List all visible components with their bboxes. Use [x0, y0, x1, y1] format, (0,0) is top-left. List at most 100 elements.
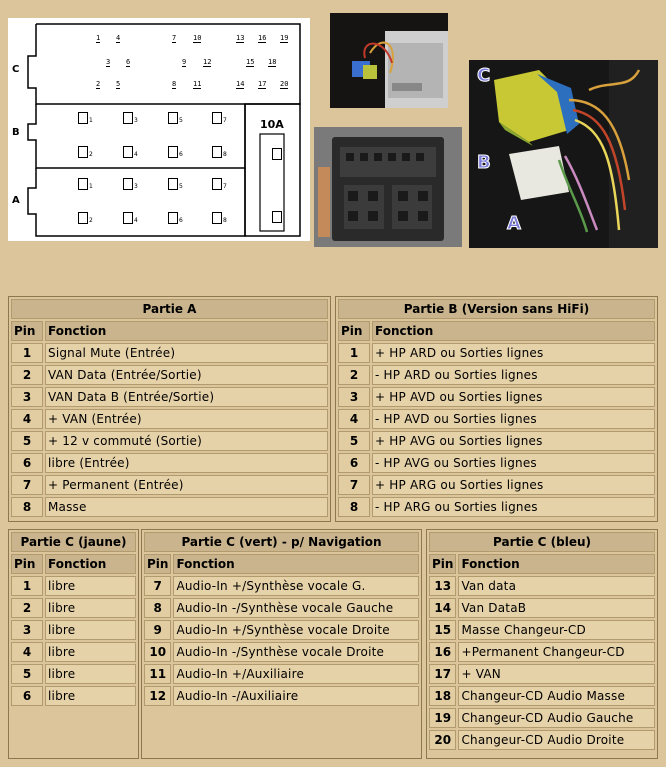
pin-number: 15: [429, 620, 457, 640]
pin-label-text: 5: [116, 80, 121, 89]
iso-socket-photo-art: [314, 127, 462, 247]
pin-socket: [212, 112, 222, 124]
pin-number: 11: [144, 664, 172, 684]
col-header-pin: Pin: [11, 554, 43, 574]
section-c-label: C: [12, 64, 20, 75]
pin-number: 1: [338, 343, 370, 363]
pin-label: 3: [106, 58, 111, 67]
pin-number: 6: [338, 453, 370, 473]
pin-socket: [123, 112, 133, 124]
pin-function: libre: [45, 598, 136, 618]
table-title: Partie C (vert) - p/ Navigation: [144, 532, 419, 552]
pin-socket-number: 7: [223, 117, 227, 124]
pin-number: 4: [11, 642, 43, 662]
photo-label-b: B: [477, 152, 492, 174]
pin-number: 3: [11, 620, 43, 640]
pin-number: 8: [144, 598, 172, 618]
photo-label-c: C: [476, 65, 491, 87]
table-row: 3+ HP AVD ou Sorties lignes: [338, 387, 655, 407]
pin-socket-number: 1: [89, 183, 93, 190]
section-a-label: A: [12, 195, 20, 206]
pin-socket: [168, 178, 178, 190]
pin-number: 3: [338, 387, 370, 407]
pin-socket: [168, 146, 178, 158]
pin-number: 6: [11, 686, 43, 706]
pin-number: 20: [429, 730, 457, 750]
pin-label-text: 17: [258, 80, 267, 89]
pin-socket-number: 6: [179, 151, 183, 158]
pin-label-text: 6: [126, 58, 131, 67]
section-b-label: B: [12, 127, 20, 138]
pin-function: - HP AVD ou Sorties lignes: [372, 409, 655, 429]
pin-label-text: 1: [96, 34, 101, 43]
radio-back-photo-art: [330, 13, 448, 108]
pin-label: 14: [236, 80, 245, 89]
pin-function: + HP ARG ou Sorties lignes: [372, 475, 655, 495]
pin-function: + VAN (Entrée): [45, 409, 328, 429]
pin-label: 7: [172, 34, 177, 43]
pin-label-text: 11: [193, 80, 202, 89]
table-row: 6- HP AVG ou Sorties lignes: [338, 453, 655, 473]
pin-label: 11: [193, 80, 202, 89]
pin-label-text: 12: [203, 58, 212, 67]
pin-socket: [212, 146, 222, 158]
fuse-label: 10A: [260, 118, 284, 131]
pin-socket: [78, 146, 88, 158]
table-partie-b: Partie B (Version sans HiFi) Pin Fonctio…: [335, 296, 658, 522]
photo-label-a: A: [507, 213, 522, 235]
col-header-pin: Pin: [429, 554, 457, 574]
pin-number: 5: [11, 431, 43, 451]
pin-label: 13: [236, 34, 245, 43]
table-row: 7+ HP ARG ou Sorties lignes: [338, 475, 655, 495]
pin-function: Audio-In +/Synthèse vocale Droite: [173, 620, 419, 640]
pin-function: + Permanent (Entrée): [45, 475, 328, 495]
pin-function: libre: [45, 686, 136, 706]
pin-number: 17: [429, 664, 457, 684]
pin-label-text: 18: [268, 58, 277, 67]
pin-function: + HP ARD ou Sorties lignes: [372, 343, 655, 363]
col-header-fonction: Fonction: [173, 554, 419, 574]
pin-function: Masse: [45, 497, 328, 517]
pin-socket: [123, 212, 133, 224]
pin-number: 9: [144, 620, 172, 640]
pin-function: VAN Data (Entrée/Sortie): [45, 365, 328, 385]
pin-number: 2: [11, 365, 43, 385]
pin-label-text: 9: [182, 58, 187, 67]
table-partie-c-vert: Partie C (vert) - p/ Navigation Pin Fonc…: [141, 529, 422, 759]
photo-radio-back-connector: [330, 13, 448, 108]
pin-label-text: 7: [172, 34, 177, 43]
pin-label: 18: [268, 58, 277, 67]
pin-socket: [168, 212, 178, 224]
table-row: 8- HP ARG ou Sorties lignes: [338, 497, 655, 517]
pin-number: 3: [11, 387, 43, 407]
pin-function: + HP AVD ou Sorties lignes: [372, 387, 655, 407]
table-title: Partie C (bleu): [429, 532, 655, 552]
pin-function: libre (Entrée): [45, 453, 328, 473]
photo-plug-colored: C B A: [469, 60, 658, 248]
pin-function: libre: [45, 620, 136, 640]
pin-socket-number: 2: [89, 151, 93, 158]
col-header-pin: Pin: [144, 554, 172, 574]
pin-number: 4: [338, 409, 370, 429]
pin-function: libre: [45, 576, 136, 596]
pin-function: - HP ARG ou Sorties lignes: [372, 497, 655, 517]
pin-socket-number: 4: [134, 217, 138, 224]
pin-function: Audio-In -/Synthèse vocale Droite: [173, 642, 419, 662]
pin-socket-number: 8: [223, 151, 227, 158]
pin-socket: [212, 178, 222, 190]
pin-number: 5: [338, 431, 370, 451]
table-row: 4- HP AVD ou Sorties lignes: [338, 409, 655, 429]
pin-socket-number: 6: [179, 217, 183, 224]
pin-number: 13: [429, 576, 457, 596]
